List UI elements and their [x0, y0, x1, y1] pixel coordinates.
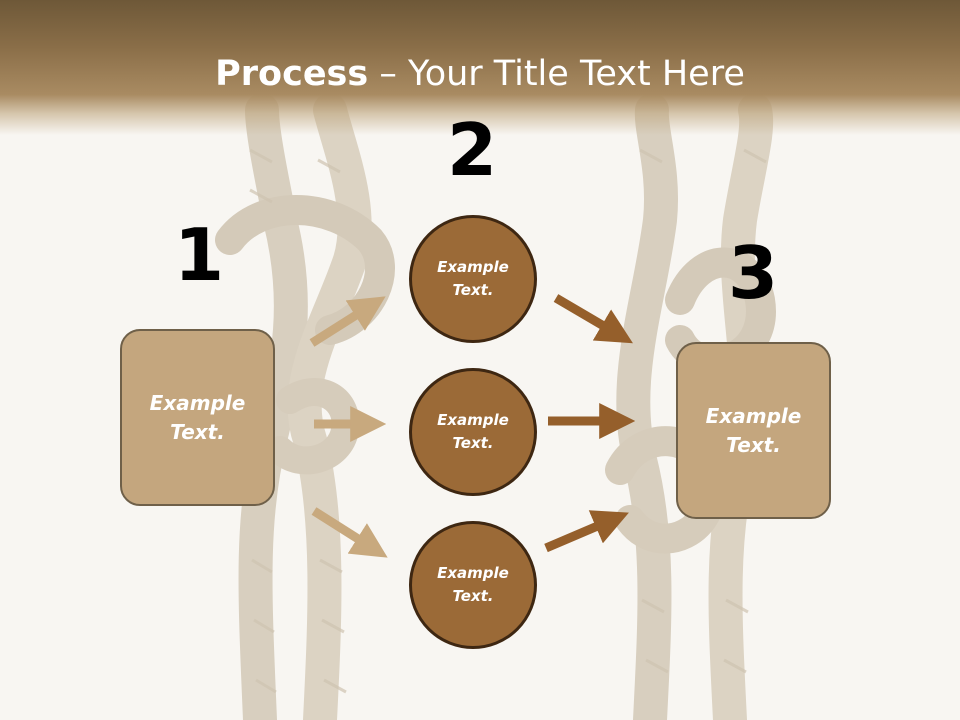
step-circle-top: Example Text.	[409, 215, 537, 343]
step-circle-middle: Example Text.	[409, 368, 537, 496]
output-box: Example Text.	[676, 342, 831, 519]
input-box-text: Example Text.	[149, 390, 246, 444]
step-number-1: 1	[173, 213, 225, 297]
arrow-left-to-bottom	[311, 507, 388, 558]
slide-title-rest: – Your Title Text Here	[368, 54, 745, 94]
step-number-2: 2	[446, 108, 498, 192]
arrow-top-to-right	[553, 294, 633, 344]
step-circle-bottom: Example Text.	[409, 521, 537, 649]
slide-title: Process – Your Title Text Here	[0, 50, 960, 98]
step-number-3: 3	[727, 231, 779, 315]
arrow-bottom-to-right	[544, 510, 629, 553]
title-bar	[0, 0, 960, 135]
step-circle-bottom-text: Example Text.	[437, 564, 509, 605]
step-circle-middle-text: Example Text.	[437, 411, 509, 452]
arrow-left-to-top	[309, 296, 386, 347]
output-box-text: Example Text.	[705, 403, 802, 457]
step-circle-top-text: Example Text.	[437, 258, 509, 299]
slide-title-bold: Process	[215, 54, 369, 94]
input-box: Example Text.	[120, 329, 275, 506]
